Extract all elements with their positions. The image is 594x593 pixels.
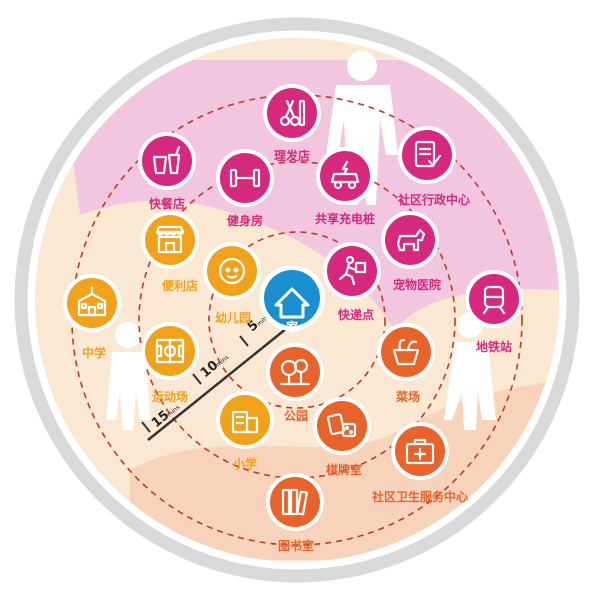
facility-node-gym: 健身房 — [216, 149, 274, 228]
facility-node-metro: 地铁站 — [465, 270, 523, 354]
facility-node-primary: 小学 — [216, 391, 274, 471]
facility-label-park: 公园 — [284, 409, 308, 423]
dumbbell-icon — [229, 168, 261, 188]
facility-node-community: 社区行政中心 — [397, 126, 470, 207]
facility-label-sports: 运动场 — [152, 390, 188, 404]
facility-label-primary: 小学 — [233, 456, 257, 471]
facility-node-courier: 快递点 — [323, 242, 381, 322]
facility-disc — [145, 215, 195, 265]
facility-node-middleschool: 中学 — [63, 274, 121, 360]
home-icon — [274, 287, 310, 319]
facility-disc — [207, 246, 257, 296]
facility-label-pethospital: 宠物医院 — [393, 277, 441, 292]
facility-disc — [142, 136, 192, 186]
home-center-node: 家 — [259, 265, 325, 334]
facility-node-chess: 棋牌室 — [313, 397, 371, 477]
facility-disc — [270, 477, 320, 527]
storefront-icon — [155, 225, 185, 254]
facility-label-gym: 健身房 — [227, 213, 263, 228]
medical-kit-icon — [405, 438, 435, 465]
document-check-icon — [414, 140, 442, 168]
person-businessman-icon — [326, 51, 398, 205]
fast-food-icon — [152, 145, 181, 175]
outer-ring — [14, 17, 580, 583]
facility-node-pethospital: 宠物医院 — [381, 211, 441, 292]
facility-label-community: 社区行政中心 — [397, 192, 470, 207]
facility-label-chess: 棋牌室 — [326, 462, 362, 477]
sports-field-icon — [155, 338, 185, 364]
ring-5min — [208, 231, 386, 409]
facility-node-kindergarten: 幼儿园 — [203, 242, 261, 325]
facility-node-park: 公园 — [266, 343, 324, 423]
facility-label-metro: 地铁站 — [476, 339, 512, 354]
facility-disc — [67, 278, 117, 328]
facility-label-library: 图书室 — [278, 538, 314, 553]
child-face-icon — [218, 257, 246, 285]
school-building-icon — [77, 286, 107, 317]
facility-node-sports: 运动场 — [141, 322, 199, 404]
person-elder-man-icon — [106, 322, 150, 430]
facility-node-fastfood: 快餐店 — [138, 132, 196, 211]
facility-label-fastfood: 快餐店 — [149, 196, 185, 211]
facility-label-evcharge: 共享充电桩 — [315, 211, 375, 226]
school-icon — [231, 410, 259, 434]
cards-dice-icon — [327, 413, 357, 438]
home-label: 家 — [286, 319, 299, 334]
dog-icon — [396, 228, 426, 252]
ev-charging-icon — [330, 160, 360, 190]
facility-disc — [327, 246, 377, 296]
facility-node-library: 图书室 — [266, 473, 324, 553]
facility-disc — [385, 215, 435, 265]
courier-runner-icon — [338, 255, 367, 286]
radius-scale: 5 mins 10 mins 15 mins — [141, 313, 298, 441]
facility-label-barber: 理发店 — [274, 148, 310, 163]
train-icon — [482, 285, 506, 315]
facility-disc — [320, 151, 370, 201]
books-icon — [281, 488, 308, 516]
facility-label-healthcenter: 社区卫生服务中心 — [371, 489, 468, 504]
ring-10min — [138, 161, 456, 479]
facility-node-evcharge: 共享充电桩 — [315, 147, 375, 226]
facility-disc — [220, 395, 270, 445]
facility-node-market: 菜场 — [377, 323, 435, 404]
facility-label-kindergarten: 幼儿园 — [215, 310, 251, 325]
facility-node-store: 便利店 — [141, 211, 199, 293]
facility-label-middleschool: 中学 — [82, 345, 106, 360]
facility-label-market: 菜场 — [395, 389, 420, 404]
facility-label-store: 便利店 — [162, 278, 198, 293]
facility-node-barber: 理发店 — [263, 84, 321, 163]
facility-disc — [381, 327, 431, 377]
facility-node-healthcenter: 社区卫生服务中心 — [371, 422, 468, 504]
vegetable-basket-icon — [392, 338, 420, 366]
scissors-comb-icon — [279, 99, 306, 127]
park-tree-icon — [279, 358, 311, 386]
facility-label-courier: 快递点 — [338, 307, 374, 322]
facility-disc — [469, 274, 519, 324]
